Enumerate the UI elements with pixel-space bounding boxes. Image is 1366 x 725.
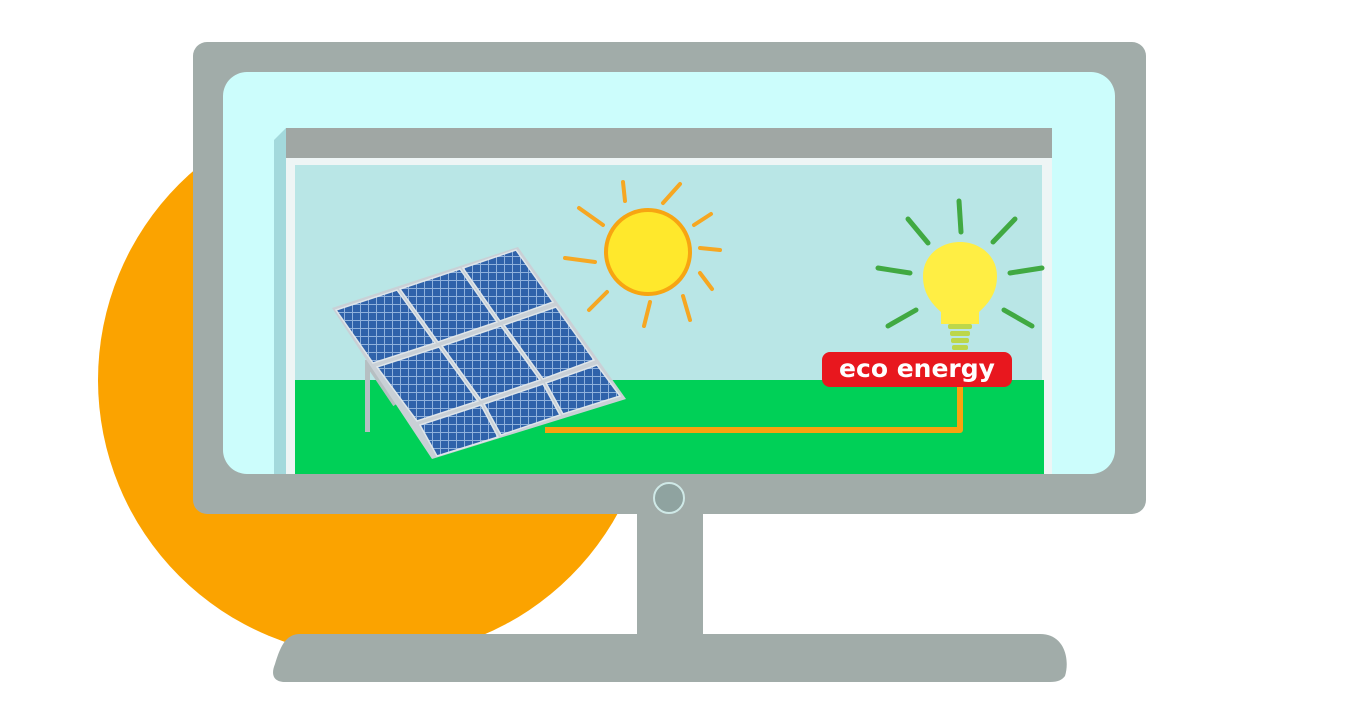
window-side-edge [274, 128, 286, 474]
light-bulb-icon [875, 198, 1045, 350]
power-cable [545, 385, 963, 433]
sun-icon [563, 180, 722, 328]
badge-label: eco energy [839, 354, 995, 383]
power-button-icon[interactable] [653, 482, 685, 514]
solar-panel-icon [332, 247, 626, 459]
stand-neck [637, 498, 703, 636]
bulb-base [948, 324, 972, 350]
panel-support-leg [365, 360, 370, 432]
eco-energy-badge: eco energy [822, 352, 1012, 387]
monitor-stand [273, 498, 1067, 682]
badge-background [822, 352, 1012, 387]
window-title-bar [286, 128, 1052, 158]
panel-support-brace [366, 363, 397, 407]
panel-cells [334, 249, 622, 457]
stand-base [273, 634, 1067, 682]
